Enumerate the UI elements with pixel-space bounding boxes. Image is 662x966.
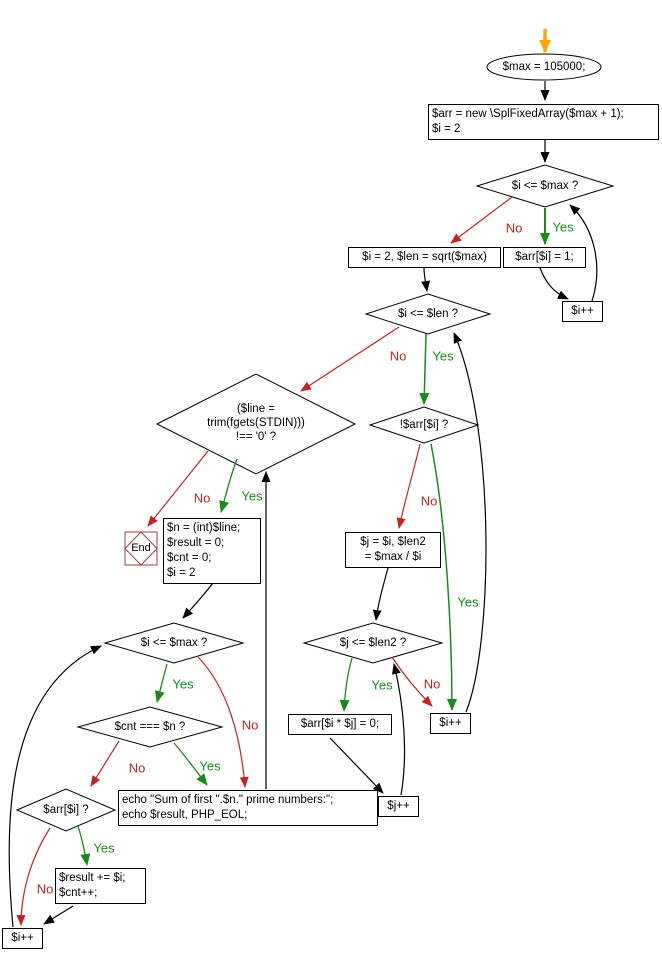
decision-i-le-max-outer-label: $i <= $max ? xyxy=(511,180,579,192)
decision-j-le-len2-label: $j <= $len2 ? xyxy=(339,637,407,649)
edge-label-condmax2-no: No xyxy=(241,717,259,733)
edge-label-condarr-yes: Yes xyxy=(93,840,115,856)
process-inc-i-sum: $i++ xyxy=(2,928,43,949)
decision-cnt-eq-n-shape xyxy=(76,706,224,748)
edge-notarr-no-to-setj xyxy=(396,443,421,529)
edge-clear-to-incj xyxy=(329,737,384,794)
decision-i-le-max-sum-shape xyxy=(103,622,245,664)
edge-label-condcnt-yes: Yes xyxy=(199,758,221,774)
edge-label-condcnt-no: No xyxy=(128,760,146,776)
edge-label-cond1-yes: Yes xyxy=(552,219,574,235)
process-init-j: $j = $i, $len2 = $max / $i xyxy=(345,532,441,568)
edge-condmax2-yes xyxy=(154,663,168,703)
process-inc-i-mid: $i++ xyxy=(430,713,471,734)
process-accumulate: $result += $i; $cnt++; xyxy=(55,868,146,904)
process-inc-i-outer: $i++ xyxy=(562,301,603,322)
edge-condlen-yes xyxy=(419,333,430,405)
edge-condj-yes xyxy=(339,657,353,712)
start-terminal-label: $max = 105000; xyxy=(502,61,586,73)
edge-label-condlen-no: No xyxy=(389,348,407,364)
edge-inci-loop-to-cond1 xyxy=(569,204,598,302)
edge-cond1-no xyxy=(450,196,513,244)
process-mark-prime: $arr[$i] = 1; xyxy=(503,247,586,268)
edge-condarr-yes-to-accum xyxy=(77,825,91,866)
decision-read-input-label: ($line = trim(fgets(STDIN))) !== '0' ? xyxy=(207,403,305,443)
edge-read-no-to-end xyxy=(147,450,209,527)
edge-condarr-no-to-inci xyxy=(16,827,51,926)
end-terminal-shape xyxy=(124,531,158,566)
process-inc-j: $j++ xyxy=(378,796,419,817)
edge-label-notarr-yes: Yes xyxy=(457,594,479,610)
edge-setj-to-condj xyxy=(372,567,389,621)
edge-incimid-loop-to-condlen xyxy=(453,332,487,713)
edge-label-cond1-no: No xyxy=(505,220,523,236)
end-terminal-diamond xyxy=(124,531,158,566)
edge-label-read-no: No xyxy=(193,490,211,506)
edge-label-condlen-yes: Yes xyxy=(432,348,454,364)
edge-condcnt-no-to-condarr xyxy=(90,740,120,787)
edge-read-yes-to-counters xyxy=(219,458,238,513)
edge-label-condj-yes: Yes xyxy=(371,677,393,693)
edge-markprime-to-inci xyxy=(539,267,569,300)
decision-i-le-max-sum-label: $i <= $max ? xyxy=(140,637,208,649)
process-init-counters: $n = (int)$line; $result = 0; $cnt = 0; … xyxy=(163,518,261,584)
edge-label-condarr-no: No xyxy=(36,881,54,897)
edge-condj-no xyxy=(391,656,433,707)
decision-arr-i-shape xyxy=(15,788,117,832)
decision-i-le-len-label: $i <= $len ? xyxy=(397,308,459,320)
decision-i-le-len-shape xyxy=(364,293,492,335)
edge-label-condmax2-yes: Yes xyxy=(172,676,194,692)
process-echo-result: echo "Sum of first ".$n." prime numbers:… xyxy=(118,790,378,826)
edge-condlen-no xyxy=(300,326,400,392)
decision-arr-i-label: $arr[$i] ? xyxy=(43,804,89,816)
process-clear-composite: $arr[$i * $j] = 0; xyxy=(288,714,392,735)
decision-i-le-max-outer-shape xyxy=(475,164,615,208)
edge-label-condj-no: No xyxy=(423,676,441,692)
end-terminal-label: End xyxy=(131,542,151,554)
edge-label-notarr-no: No xyxy=(420,493,438,509)
decision-j-le-len2-shape xyxy=(302,622,444,664)
edge-condmax2-no-to-echo xyxy=(197,656,249,788)
edge-notarr-yes-to-incimid xyxy=(430,443,457,711)
edge-incibottom-loop-to-condmax2 xyxy=(8,645,102,928)
decision-cnt-eq-n-label: $cnt === $n ? xyxy=(114,721,186,733)
process-init-sieve: $i = 2, $len = sqrt($max) xyxy=(348,247,501,268)
decision-read-input-shape xyxy=(155,373,357,475)
edge-incj-loop-to-condj xyxy=(391,663,406,796)
edge-label-read-yes: Yes xyxy=(241,488,263,504)
edge-reinit-to-condlen xyxy=(421,267,431,292)
start-terminal-shape xyxy=(486,53,602,81)
edge-counters-to-condmax2 xyxy=(182,582,214,619)
edge-accum-to-inci xyxy=(43,905,74,925)
decision-not-arr-i-label: !$arr[$i] ? xyxy=(399,419,449,431)
process-init-array: $arr = new \SplFixedArray($max + 1); $i … xyxy=(428,104,659,140)
edge-condcnt-yes-to-echo xyxy=(173,742,208,786)
